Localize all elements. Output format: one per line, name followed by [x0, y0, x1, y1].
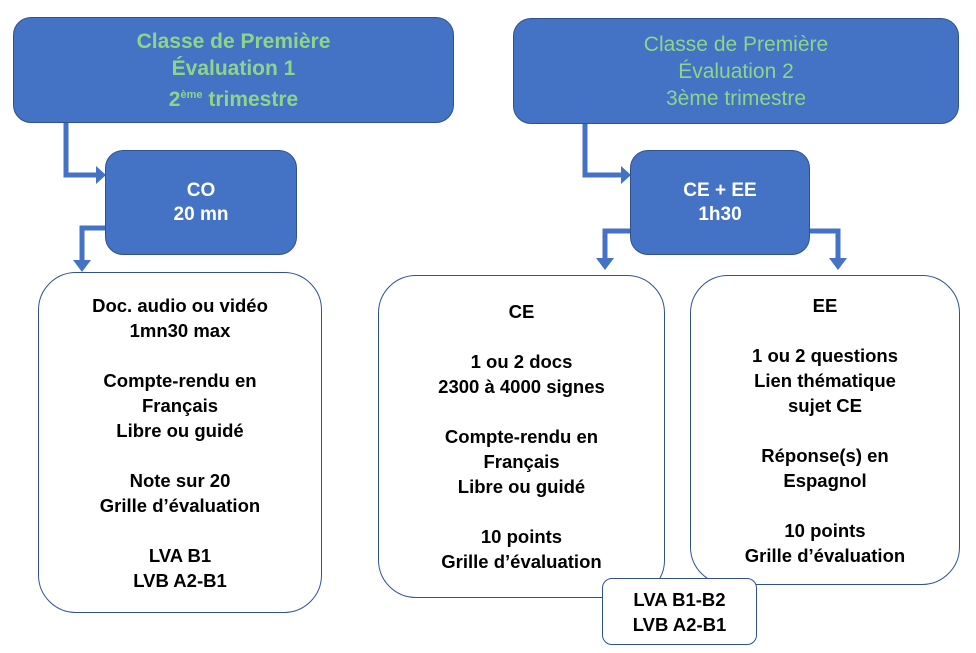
detail-line: Réponse(s) en [761, 444, 889, 466]
detail-line: 1 ou 2 docs [470, 351, 573, 372]
detail-line: 10 points [784, 519, 866, 541]
co-title: CO [186, 179, 216, 201]
ce-details-box: CE 1 ou 2 docs 2300 à 4000 signes Compte… [378, 275, 665, 598]
term-suffix: ème [180, 88, 203, 101]
ee-details-box: EE 1 ou 2 questions Lien thématique suje… [690, 275, 960, 585]
ce-ee-box: CE + EE 1h30 [630, 150, 810, 255]
detail-line: Grille d’évaluation [99, 494, 261, 516]
ce-title: CE [508, 301, 535, 322]
eval2-title: Évaluation 2 [678, 59, 794, 83]
eval1-class: Classe de Première [136, 29, 331, 53]
detail-line: 1 ou 2 questions [752, 344, 898, 366]
level-lvb: LVB A2-B1 [632, 613, 727, 635]
detail-line: Lien thématique [754, 369, 896, 391]
arrow-co-to-details [79, 225, 105, 262]
evaluation-2-header: Classe de Première Évaluation 2 3ème tri… [513, 18, 959, 124]
arrow-ceee-to-ee [810, 228, 841, 260]
arrow-eval1-to-co [63, 123, 96, 178]
detail-line: Compte-rendu en [103, 369, 257, 391]
detail-line: Grille d’évaluation [744, 544, 906, 566]
term-number: 2 [168, 87, 181, 111]
detail-line: Grille d’évaluation [441, 551, 602, 572]
ceee-duration: 1h30 [698, 203, 742, 225]
detail-line: Français [141, 394, 219, 416]
evaluation-1-header: Classe de Première Évaluation 1 2ème tri… [13, 17, 454, 123]
detail-line: Compte-rendu en [444, 426, 599, 447]
ceee-title: CE + EE [683, 179, 757, 201]
arrow-eval2-to-ceee [582, 124, 621, 178]
detail-line: LVB A2-B1 [133, 569, 227, 591]
term-label: trimestre [202, 87, 299, 111]
detail-line: 2300 à 4000 signes [438, 376, 605, 397]
detail-line: Libre ou guidé [116, 419, 244, 441]
detail-line: sujet CE [787, 394, 863, 416]
co-duration: 20 mn [173, 203, 229, 225]
eval2-class: Classe de Première [643, 32, 829, 56]
detail-line: Note sur 20 [129, 469, 231, 491]
arrow-ceee-to-ce [602, 228, 630, 260]
eval2-term: 3ème trimestre [665, 86, 807, 110]
detail-line: 10 points [480, 526, 563, 547]
level-lva: LVA B1-B2 [633, 588, 726, 610]
co-box: CO 20 mn [105, 150, 297, 255]
detail-line: Doc. audio ou vidéo [92, 294, 268, 316]
eval1-title: Évaluation 1 [171, 56, 296, 80]
ee-title: EE [812, 294, 838, 316]
detail-line: LVA B1 [148, 544, 212, 566]
levels-box: LVA B1-B2 LVB A2-B1 [602, 578, 757, 645]
detail-line: Libre ou guidé [457, 476, 586, 497]
eval1-term: 2ème trimestre [169, 82, 298, 113]
detail-line: Français [483, 451, 560, 472]
detail-line: 1mn30 max [129, 319, 231, 341]
co-details-box: Doc. audio ou vidéo 1mn30 max Compte-ren… [38, 272, 322, 613]
detail-line: Espagnol [783, 469, 867, 491]
